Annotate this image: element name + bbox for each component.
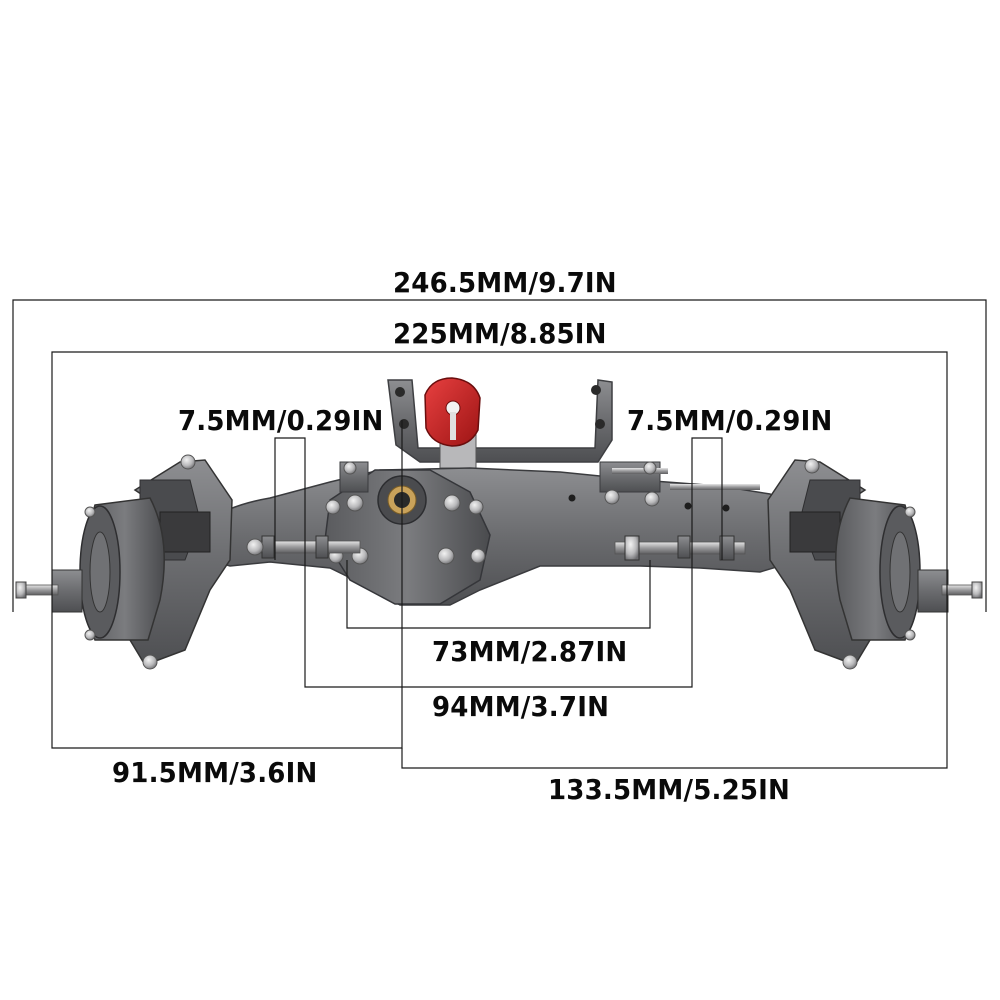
dimension-line-link-mount-right [691, 437, 723, 560]
differential-bolts [325, 461, 660, 565]
dimension-line-outer-links [304, 560, 693, 688]
servo-horn [424, 377, 481, 469]
inner-link-spacing-label: 73MM/2.87IN [432, 635, 628, 668]
dimension-line-left-offset [51, 420, 403, 749]
lower-link-rods [246, 535, 746, 561]
outer-link-spacing-label: 94MM/3.7IN [432, 690, 610, 723]
right-offset-label: 133.5MM/5.25IN [548, 773, 791, 806]
dimension-lines [12, 299, 987, 769]
dimension-line-wheel-mount [51, 351, 948, 612]
link-mount-right-label: 7.5MM/0.29IN [627, 404, 833, 437]
overall-width-label: 246.5MM/9.7IN [393, 266, 617, 299]
right-wheel-hub [835, 497, 983, 641]
axle-housing [209, 461, 801, 606]
servo-mount-bracket [387, 379, 613, 463]
dimension-line-inner-links [346, 560, 651, 629]
left-wheel-hub [15, 497, 165, 641]
wheel-mount-width-label: 225MM/8.85IN [393, 317, 607, 350]
dimension-line-right-offset [401, 612, 948, 769]
dimension-line-overall [12, 299, 987, 612]
dimension-line-link-mount-left [274, 437, 306, 560]
left-offset-label: 91.5MM/3.6IN [112, 756, 318, 789]
link-mount-left-label: 7.5MM/0.29IN [178, 404, 384, 437]
